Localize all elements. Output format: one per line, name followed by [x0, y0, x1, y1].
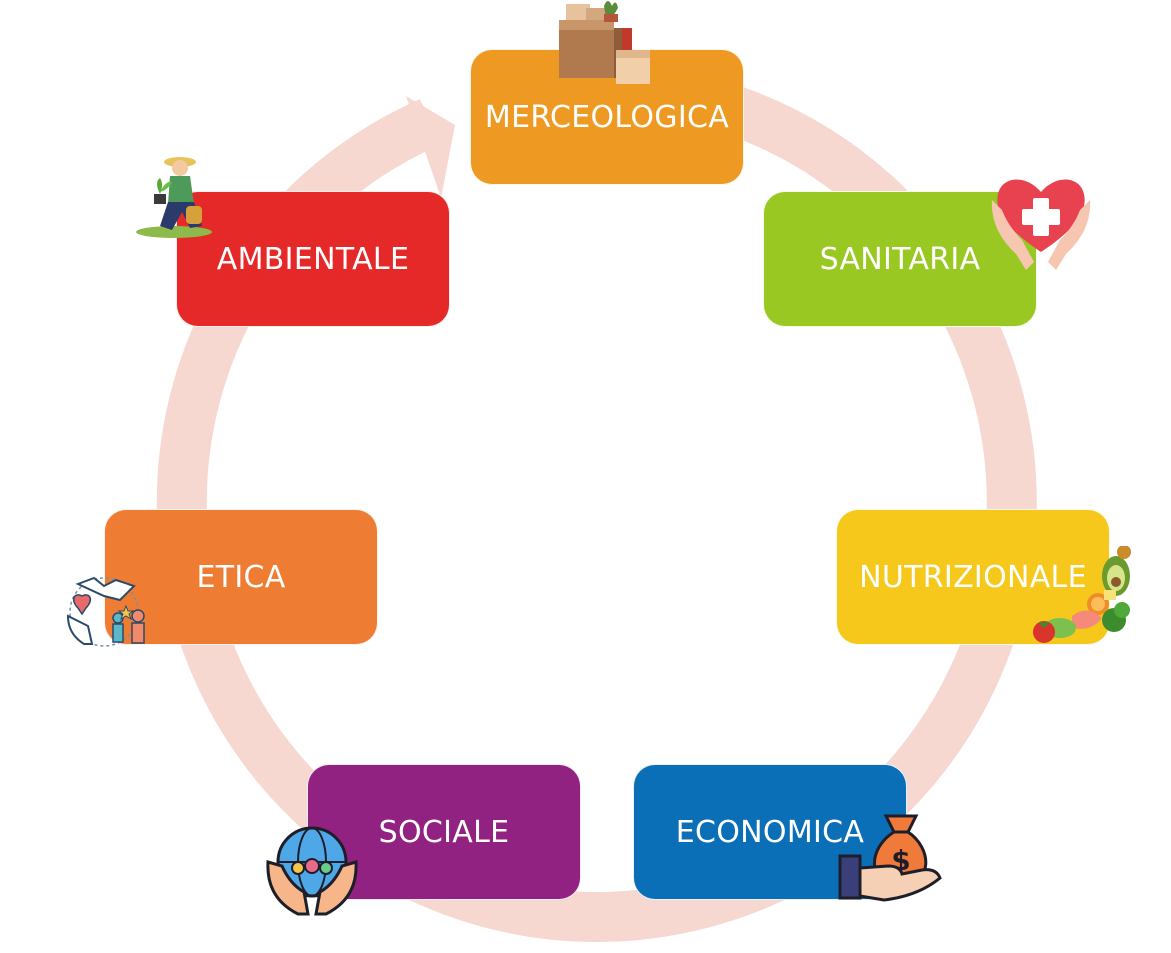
node-economica: ECONOMICA [633, 764, 907, 900]
node-ambientale: AMBIENTALE [176, 191, 450, 327]
cycle-arrowhead [406, 96, 455, 198]
food-vegetables-icon [1033, 546, 1131, 643]
node-label: ETICA [196, 559, 286, 595]
cycle-ring-path [156, 86, 1037, 943]
node-label: SANITARIA [819, 241, 981, 277]
node-label: ECONOMICA [675, 814, 865, 850]
boxes-plant-icon [559, 1, 650, 84]
node-etica: ETICA [104, 509, 378, 645]
node-label: NUTRIZIONALE [859, 559, 1087, 595]
globe-people-hands-icon [266, 826, 358, 916]
node-sanitaria: SANITARIA [763, 191, 1037, 327]
node-label: SOCIALE [378, 814, 510, 850]
money-bag-hand-icon: $ [838, 814, 942, 902]
handshake-people-icon [66, 576, 145, 647]
node-label: MERCEOLOGICA [484, 99, 730, 135]
woman-planting-icon [136, 157, 212, 238]
heart-hands-medical-icon [991, 179, 1091, 270]
node-label: AMBIENTALE [216, 241, 410, 277]
